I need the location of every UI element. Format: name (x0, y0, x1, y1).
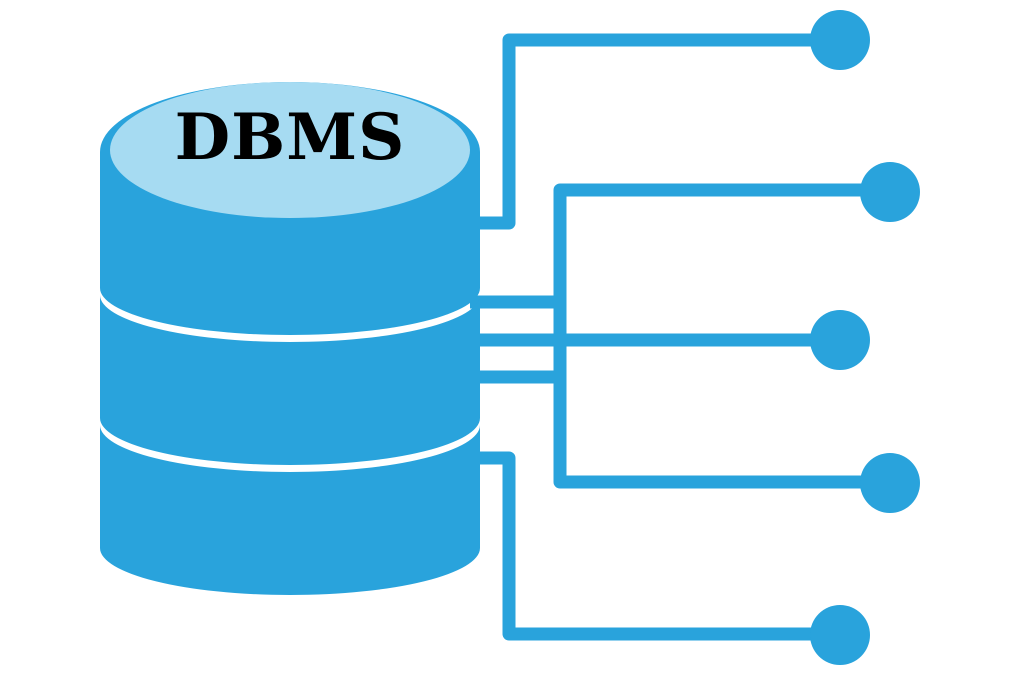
connector-top (470, 33, 838, 230)
database-cylinder-icon (100, 82, 480, 595)
connector-second (470, 183, 890, 309)
diagram-title: DBMS (174, 100, 406, 175)
connector-bottom (470, 451, 838, 641)
terminal-nodes (810, 10, 920, 665)
cylinder-tier-middle (100, 295, 480, 465)
cylinder-tier-bottom (100, 425, 480, 595)
node-5-icon (810, 605, 870, 665)
node-3-icon (810, 310, 870, 370)
node-1-icon (810, 10, 870, 70)
cylinder-cap (110, 82, 470, 218)
node-4-icon (860, 453, 920, 513)
connector-lines (470, 33, 890, 641)
node-2-icon (860, 162, 920, 222)
connector-fourth (553, 302, 890, 489)
